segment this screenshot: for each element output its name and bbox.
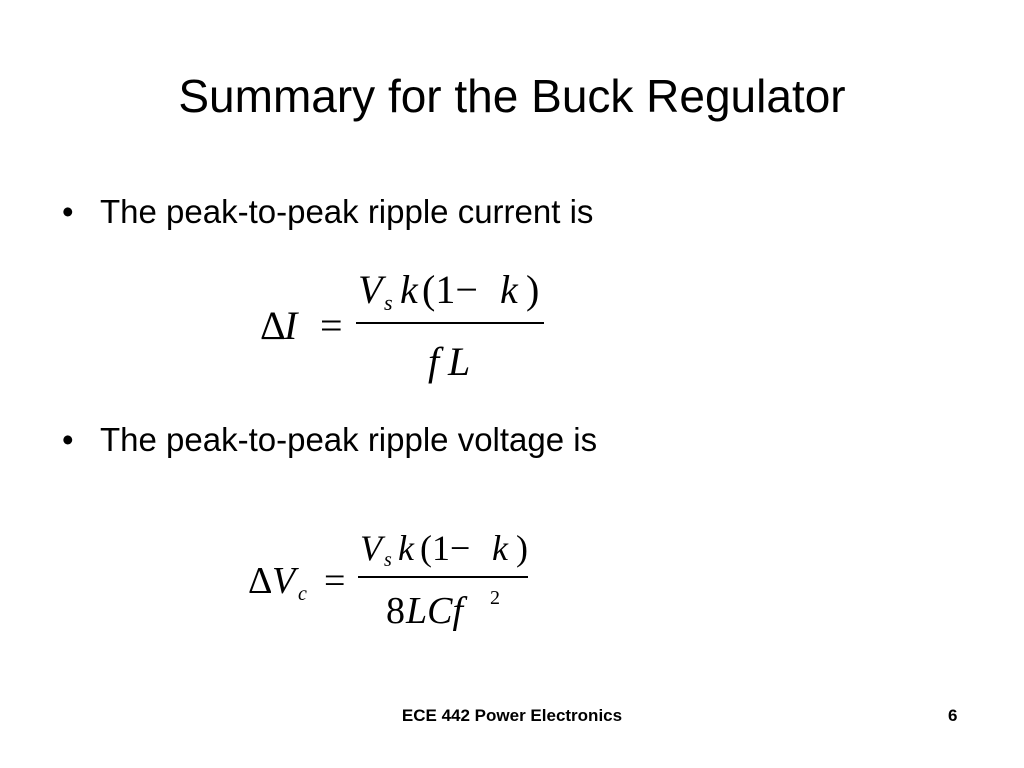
delta-symbol: Δ: [260, 303, 286, 348]
denominator-LCf: LCf: [406, 590, 464, 632]
denominator-f: f: [428, 339, 440, 384]
equation-ripple-voltage: Δ V c = V s k (1− k ) 8 LCf 2: [240, 526, 550, 646]
delta-symbol: Δ: [248, 560, 273, 602]
numerator-k: k: [400, 267, 418, 312]
slide-title: Summary for the Buck Regulator: [178, 70, 846, 122]
numerator-k: k: [398, 528, 414, 568]
numerator-V: V: [360, 528, 382, 568]
bullet-ripple-current: • The peak-to-peak ripple current is: [62, 192, 593, 232]
numerator-subscript-s: s: [384, 290, 393, 315]
equals-sign: =: [320, 303, 343, 348]
numerator-paren-close: ): [516, 528, 528, 568]
footer-course-title: ECE 442 Power Electronics: [401, 706, 623, 725]
equals-sign: =: [324, 560, 346, 602]
numerator-paren-open: (1−: [422, 267, 478, 312]
numerator-subscript-s: s: [384, 549, 392, 571]
bullet-text: The peak-to-peak ripple current is: [100, 193, 594, 230]
denominator-exponent: 2: [490, 587, 500, 609]
lhs-current: I: [284, 303, 298, 348]
bullet-marker: •: [62, 421, 74, 458]
numerator-V: V: [358, 267, 383, 312]
bullet-marker: •: [62, 193, 74, 230]
fraction-bar: [358, 576, 528, 578]
bullet-ripple-voltage: • The peak-to-peak ripple voltage is: [62, 420, 597, 460]
numerator-k2: k: [492, 528, 508, 568]
denominator-8: 8: [386, 590, 405, 632]
numerator-k2: k: [500, 267, 518, 312]
page-number: 6: [948, 706, 958, 725]
fraction-bar: [356, 322, 544, 324]
equation-ripple-current: Δ I = V s k (1− k ) f L: [250, 262, 560, 392]
lhs-subscript-c: c: [298, 583, 307, 605]
numerator-paren-close: ): [526, 267, 540, 312]
lhs-voltage: V: [272, 560, 296, 602]
denominator-L: L: [448, 339, 471, 384]
numerator-paren-open: (1−: [420, 528, 471, 568]
bullet-text: The peak-to-peak ripple voltage is: [100, 421, 598, 458]
